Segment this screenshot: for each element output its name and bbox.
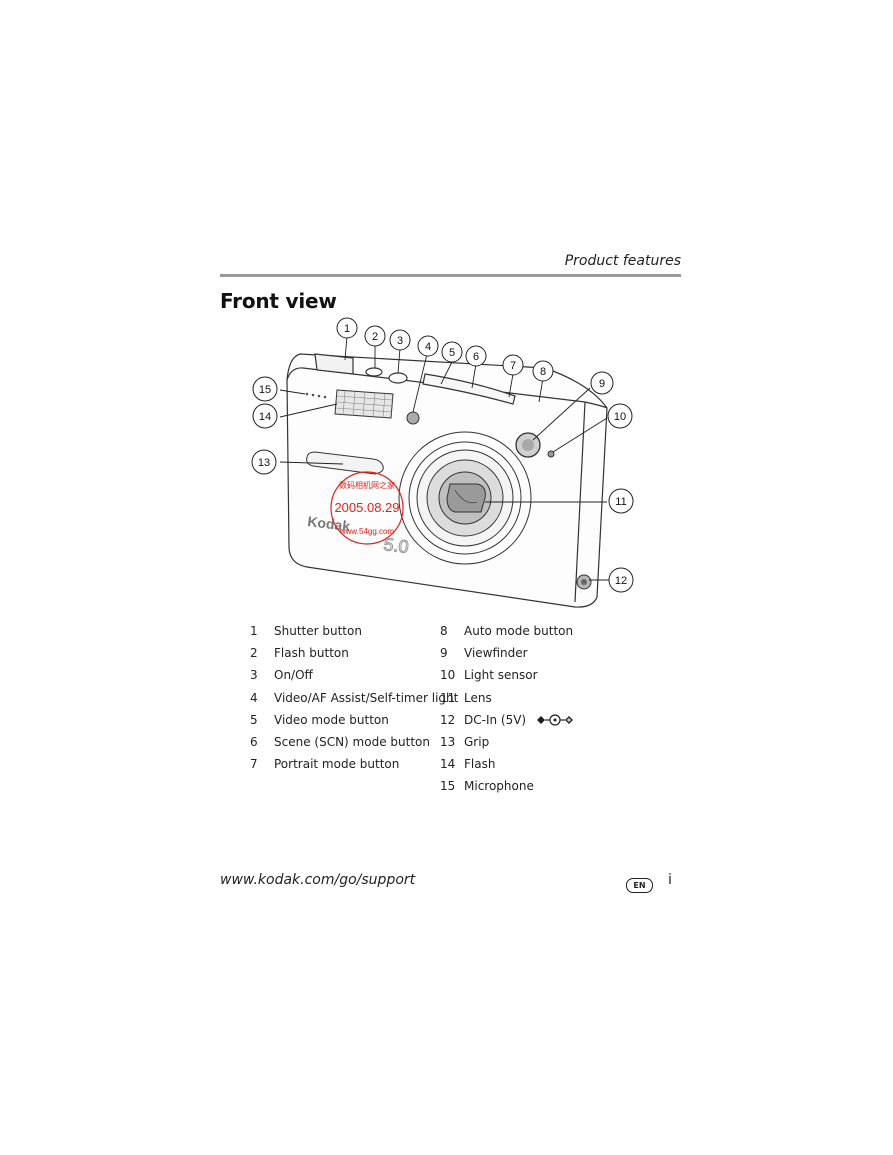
language-badge: EN bbox=[626, 878, 653, 893]
light-sensor bbox=[547, 450, 555, 458]
svg-text:14: 14 bbox=[259, 411, 271, 423]
svg-text:5: 5 bbox=[449, 347, 455, 359]
megapixel-text: 5.0 bbox=[383, 534, 410, 557]
flash-window bbox=[334, 389, 394, 419]
dc-polarity-icon bbox=[536, 714, 573, 726]
svg-text:3: 3 bbox=[397, 335, 403, 347]
section-title: Front view bbox=[220, 289, 337, 313]
brand-logo-text: Kodak bbox=[307, 513, 352, 534]
svg-text:11: 11 bbox=[615, 496, 626, 508]
svg-text:12: 12 bbox=[615, 575, 627, 587]
self-timer-light bbox=[406, 411, 420, 425]
svg-text:7: 7 bbox=[510, 360, 516, 372]
header-rule bbox=[220, 274, 681, 277]
svg-text:15: 15 bbox=[259, 384, 271, 396]
svg-text:10: 10 bbox=[614, 411, 626, 423]
watermark-stamp: 数码相机网之家 2005.08.29 www.54gg.com bbox=[330, 471, 404, 545]
header-title: Product features bbox=[564, 253, 681, 269]
svg-text:数码相机网之家: 数码相机网之家 bbox=[339, 480, 395, 490]
svg-text:1: 1 bbox=[344, 323, 350, 335]
lens-assembly bbox=[398, 431, 532, 565]
svg-text:www.54gg.com: www.54gg.com bbox=[339, 527, 395, 536]
svg-text:13: 13 bbox=[258, 457, 270, 469]
svg-text:2: 2 bbox=[372, 331, 378, 343]
svg-text:9: 9 bbox=[599, 378, 605, 390]
grip bbox=[306, 451, 384, 475]
svg-text:8: 8 bbox=[540, 366, 546, 378]
callout-leader-lines bbox=[279, 335, 609, 581]
microphone-holes bbox=[305, 392, 327, 399]
page-number: i bbox=[668, 872, 672, 888]
callout-markers: 1 2 3 4 5 6 7 8 9 10 11 12 13 14 15 bbox=[251, 317, 634, 593]
support-url: www.kodak.com/go/support bbox=[220, 872, 416, 888]
camera-front-view-figure: Kodak 5.0 数码相机网之家 2005.08.29 www.54gg.co… bbox=[245, 312, 645, 617]
svg-text:6: 6 bbox=[473, 351, 479, 363]
svg-text:2005.08.29: 2005.08.29 bbox=[334, 500, 399, 515]
svg-text:4: 4 bbox=[425, 341, 431, 353]
